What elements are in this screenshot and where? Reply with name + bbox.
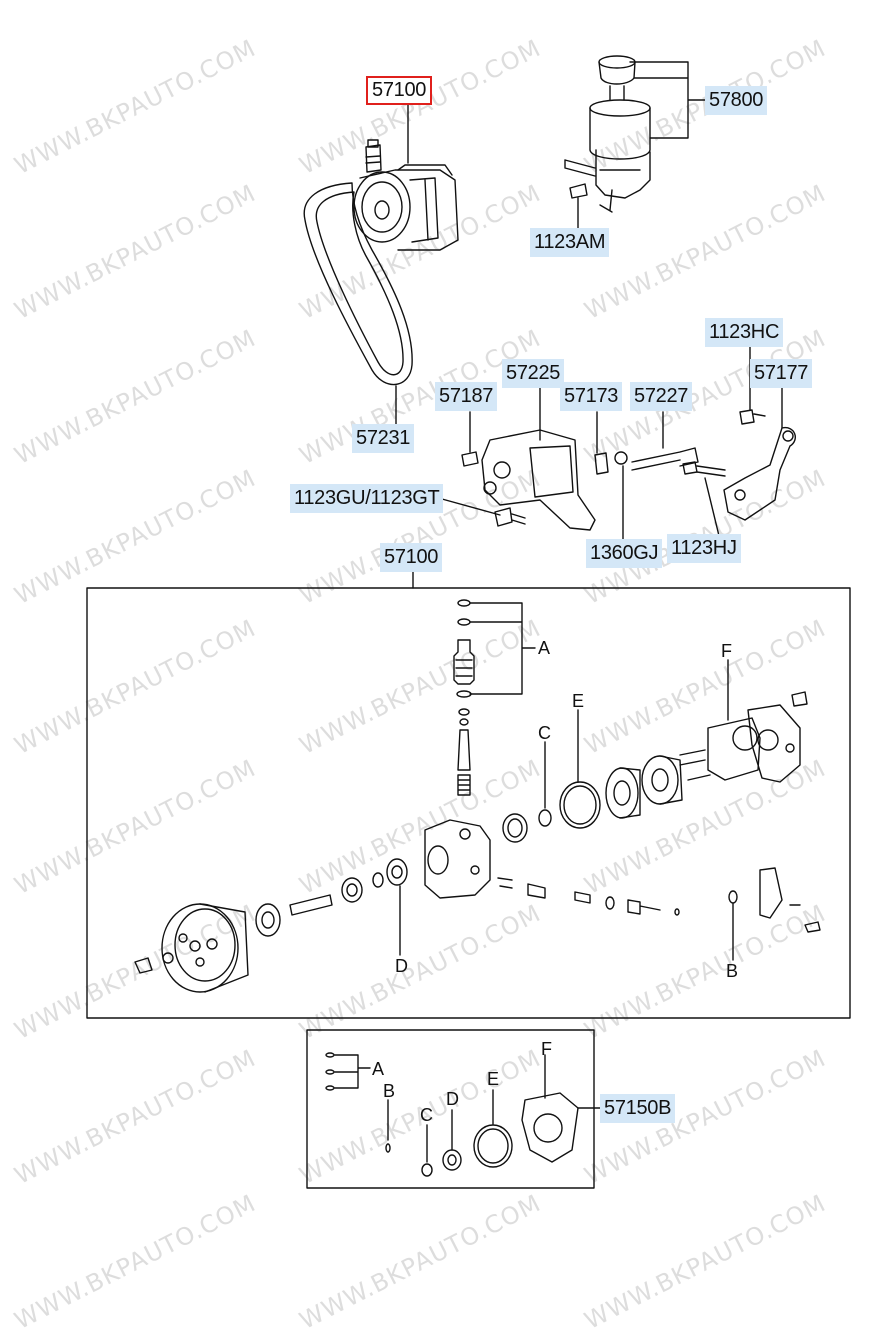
kit-frame [306, 1029, 595, 1189]
bracket-drawing [441, 387, 699, 546]
part-label-57225[interactable]: 57225 [502, 359, 565, 388]
part-label-57177[interactable]: 57177 [750, 359, 813, 388]
pulley-shaft-drawing [134, 858, 821, 993]
kit-letter-c: C [420, 1105, 433, 1125]
part-label-belt[interactable]: 57231 [352, 424, 415, 453]
kit-letter-e: E [487, 1069, 500, 1089]
kit-letter-b: B [383, 1081, 396, 1101]
part-label-pump-assembly[interactable]: 57100 [380, 543, 443, 572]
bracket-57177-drawing [682, 345, 796, 541]
callout-letter-b: B [726, 961, 739, 981]
callout-letter-d: D [395, 956, 408, 976]
pump-assembly-frame [86, 587, 851, 1019]
part-label-bolt-reservoir[interactable]: 1123AM [530, 228, 610, 257]
part-label-57227[interactable]: 57227 [630, 382, 693, 411]
part-label-pump-top[interactable]: 57100 [366, 76, 433, 105]
group-a-drawing [453, 599, 536, 796]
power-steering-pump-drawing [353, 102, 459, 425]
belt-drawing [303, 182, 413, 386]
diagram-drawing [86, 55, 851, 1189]
part-label-1123gu[interactable]: 1123GU/1123GT [290, 484, 444, 513]
part-label-1360gj[interactable]: 1360GJ [586, 539, 663, 568]
part-label-1123hj[interactable]: 1123HJ [667, 534, 741, 563]
pump-body-drawing [424, 819, 680, 916]
kit-drawing [325, 1052, 601, 1177]
kit-letter-f: F [541, 1039, 552, 1059]
part-label-kit[interactable]: 57150B [600, 1094, 676, 1123]
callout-letter-f: F [721, 641, 732, 661]
part-label-57173[interactable]: 57173 [560, 382, 623, 411]
part-label-57187[interactable]: 57187 [435, 382, 498, 411]
callout-letter-a: A [538, 638, 551, 658]
callout-letter-e: E [572, 691, 585, 711]
kit-letter-a: A [372, 1059, 385, 1079]
part-label-1123hc[interactable]: 1123HC [705, 318, 784, 347]
callout-letter-c: C [538, 723, 551, 743]
seal-parts-drawing [502, 659, 808, 843]
kit-letter-d: D [446, 1089, 459, 1109]
part-label-reservoir[interactable]: 57800 [705, 86, 768, 115]
reservoir-drawing [564, 55, 706, 229]
